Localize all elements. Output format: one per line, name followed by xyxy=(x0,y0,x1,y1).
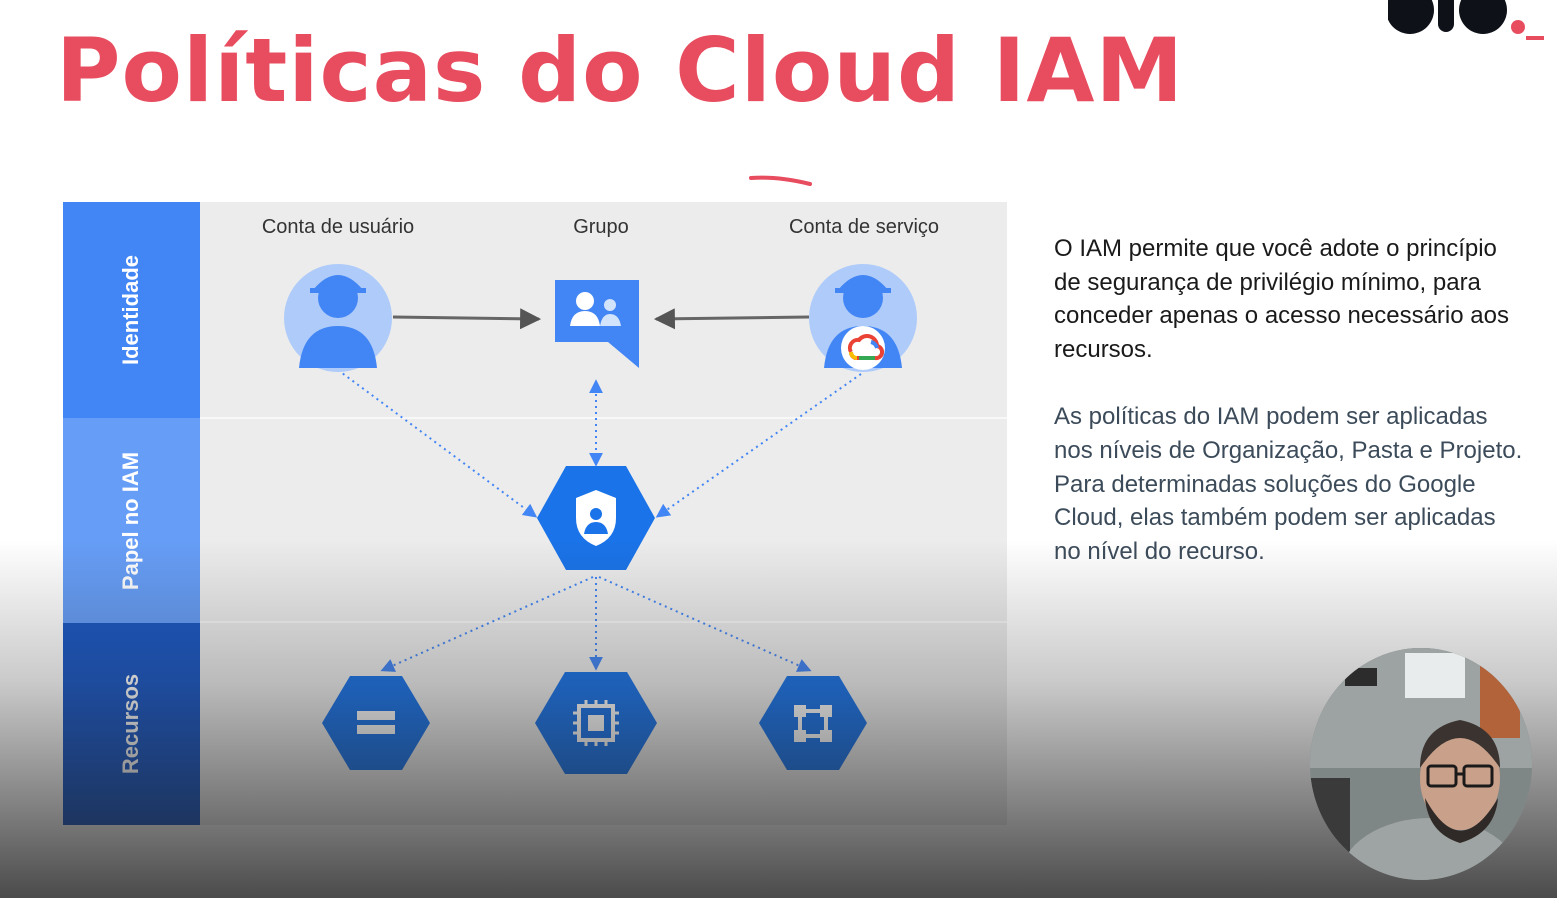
identity-label-service: Conta de serviço xyxy=(788,216,940,238)
service-account-icon xyxy=(809,264,917,372)
layer-identity: Identidade xyxy=(63,202,200,418)
iam-role-shield-icon xyxy=(537,466,655,570)
identity-label-user: Conta de usuário xyxy=(261,216,415,238)
explanation-paragraph-1: O IAM permite que você adote o princípio… xyxy=(1054,235,1509,363)
dotted-arrow-role-to-storage xyxy=(380,576,594,672)
dotted-arrow-service-to-role xyxy=(655,373,862,518)
dotted-arrow-role-to-network xyxy=(598,576,812,672)
dotted-arrow-user-to-role xyxy=(337,369,538,518)
brand-logo xyxy=(1388,0,1544,40)
arrow-user-to-group xyxy=(392,308,542,330)
explanation-paragraph-2: As políticas do IAM podem ser aplicadas … xyxy=(1054,403,1523,565)
explanation-text: O IAM permite que você adote o princípio… xyxy=(1054,232,1524,568)
identity-label-group: Grupo xyxy=(573,216,629,238)
network-icon xyxy=(759,676,867,770)
arrow-service-to-group xyxy=(653,308,810,330)
slide-title: Políticas do Cloud IAM xyxy=(56,19,1185,122)
compute-chip-icon xyxy=(535,672,657,774)
decorative-stroke xyxy=(749,175,812,186)
group-icon xyxy=(555,280,639,368)
storage-icon xyxy=(322,676,430,770)
iam-diagram: Identidade Papel no IAM Recursos Conta d… xyxy=(63,202,1007,825)
diagram-graphics xyxy=(284,264,917,774)
layer-divider xyxy=(200,417,1007,419)
presenter-webcam xyxy=(1310,648,1532,880)
user-account-icon xyxy=(284,264,392,372)
